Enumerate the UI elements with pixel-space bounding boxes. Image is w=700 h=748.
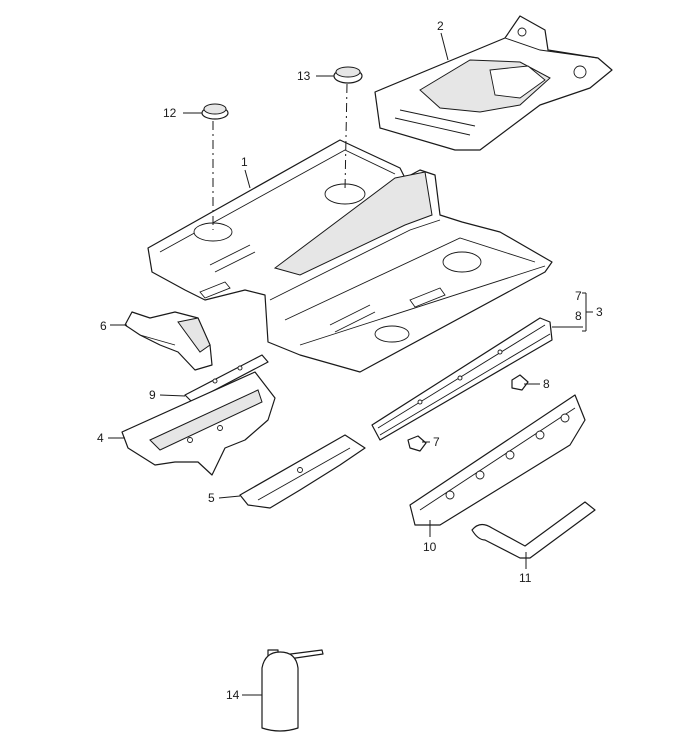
callout-12: 12 <box>163 106 177 120</box>
callout-5: 5 <box>208 491 215 505</box>
callout-10: 10 <box>423 540 437 554</box>
callout-2: 2 <box>437 19 444 33</box>
callout-11: 11 <box>519 571 532 585</box>
callout-4: 4 <box>97 431 104 445</box>
part-9-strip <box>184 354 269 403</box>
callout-3: 3 <box>596 305 603 319</box>
callout-8-bracket: 8 <box>575 309 582 323</box>
part-10-reinforcement <box>409 394 586 526</box>
callout-14: 14 <box>226 688 240 702</box>
part-6-bracket <box>124 311 213 371</box>
part-4-cross-member <box>121 371 276 476</box>
part-11-channel <box>471 501 596 559</box>
part-14-spray-can <box>261 649 324 732</box>
callout-9: 9 <box>149 388 156 402</box>
part-8-clip <box>511 374 529 391</box>
callout-8-clip: 8 <box>543 377 550 391</box>
part-3-side-sill <box>371 317 553 441</box>
callout-1: 1 <box>241 155 248 169</box>
part-5-reinforcement <box>239 434 366 509</box>
part-2-rear-panel <box>374 15 613 151</box>
callout-6: 6 <box>100 319 107 333</box>
callout-7-bracket: 7 <box>575 289 582 303</box>
part-12-grommet <box>201 103 229 230</box>
leader-lines <box>108 32 593 696</box>
part-1-floor-pan <box>147 139 553 373</box>
callout-13: 13 <box>297 69 311 83</box>
part-7-clip <box>407 435 427 452</box>
callout-7-clip: 7 <box>433 435 440 449</box>
